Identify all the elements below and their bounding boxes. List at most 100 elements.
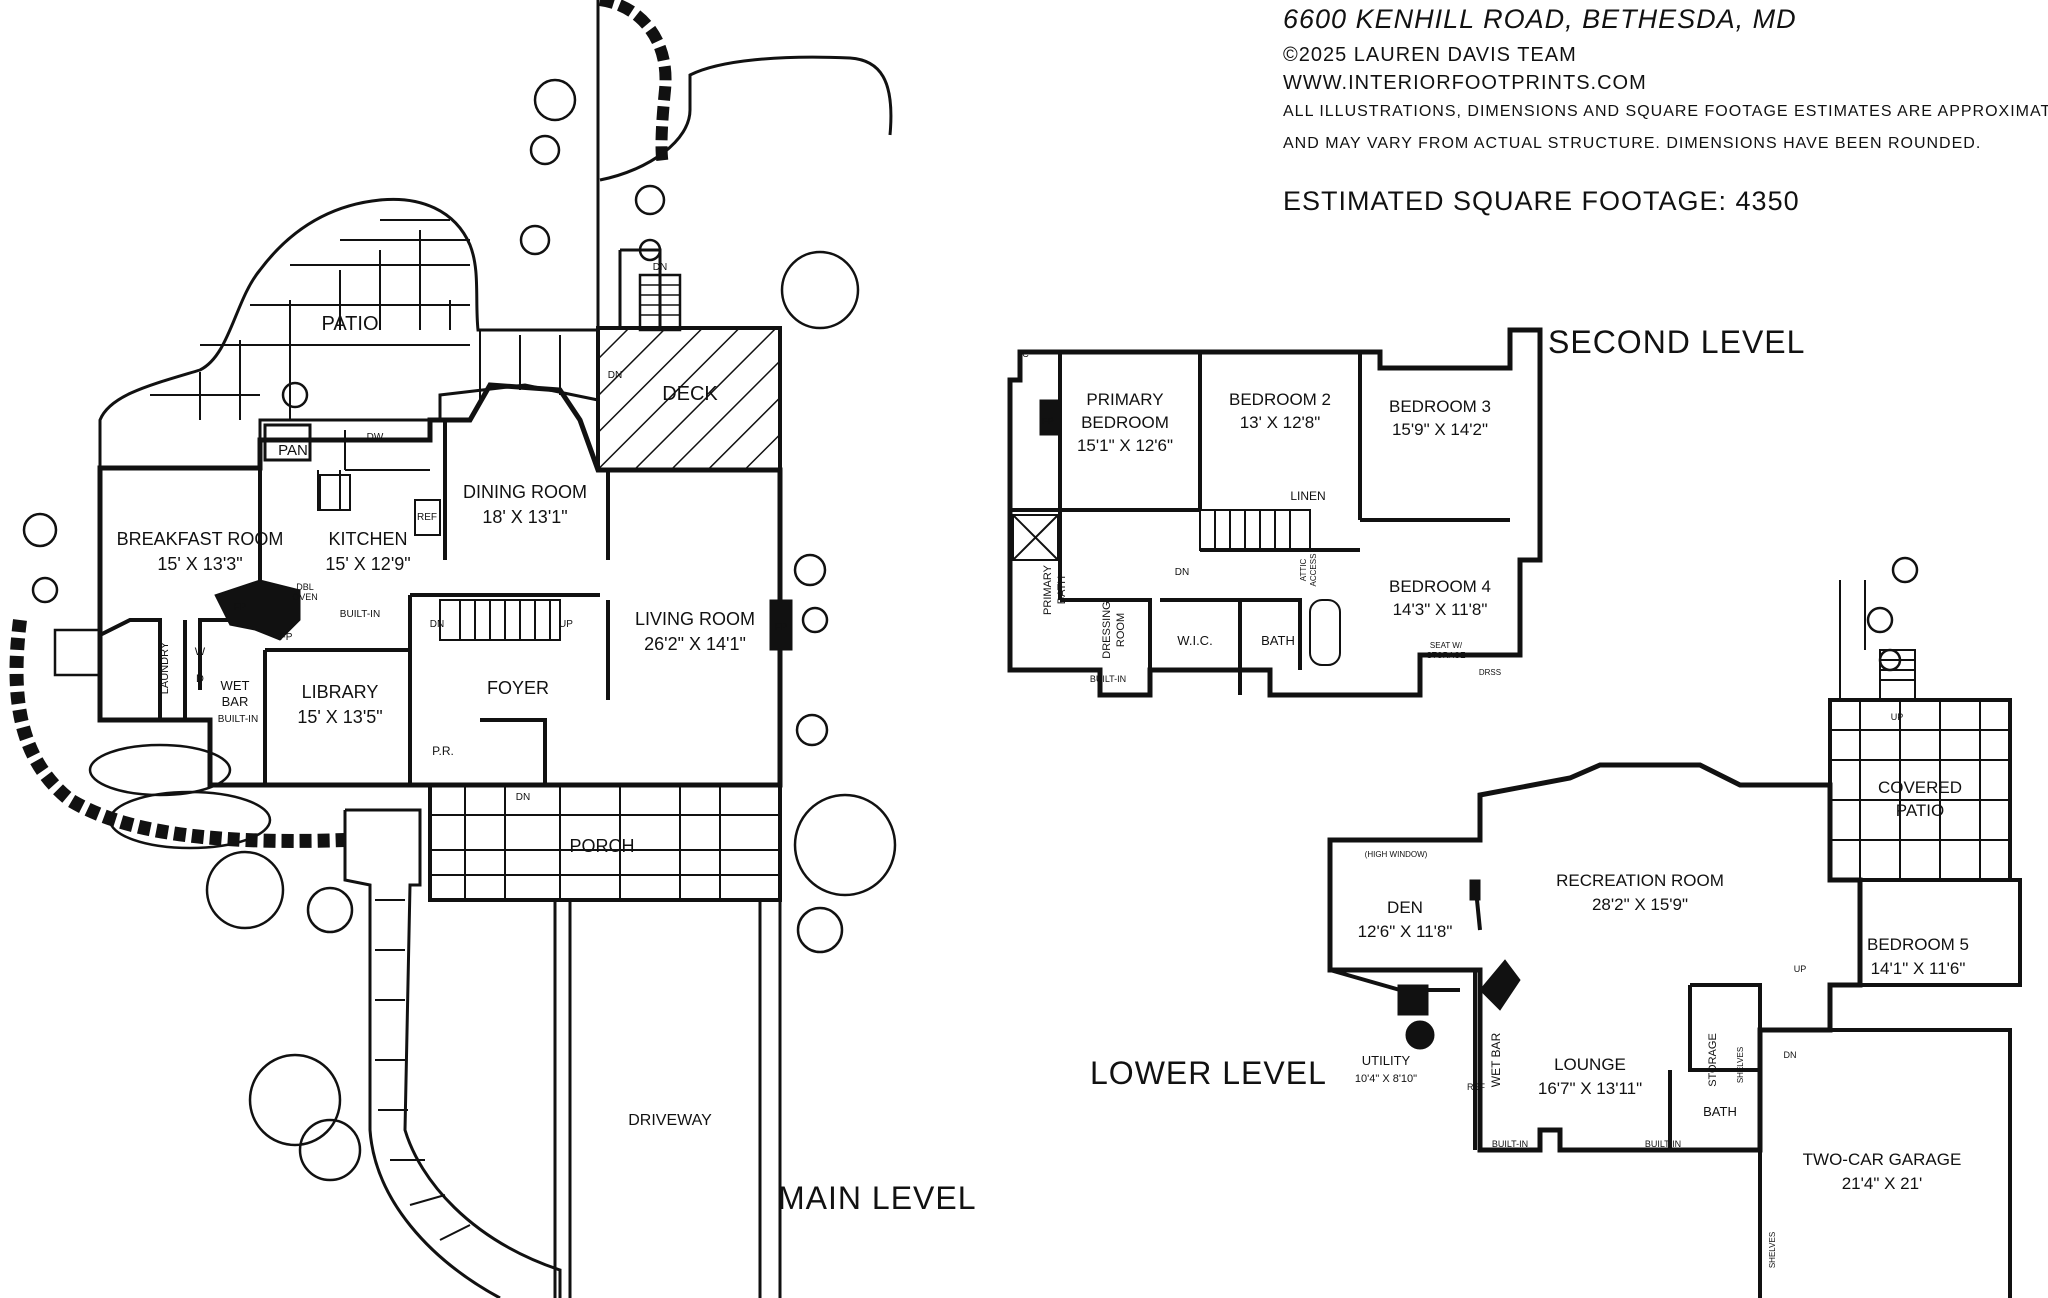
label-driveway: DRIVEWAY xyxy=(628,1112,712,1129)
label-washer: W xyxy=(195,646,206,658)
label-dn-stairs: DN xyxy=(430,619,444,630)
lower-level-plan xyxy=(1327,580,2022,1298)
label-patio: PATIO xyxy=(321,313,378,335)
label-built-in-lower-1: BUILT-IN xyxy=(1492,1139,1528,1149)
label-den-dims: 12'6" X 11'8" xyxy=(1358,922,1453,941)
label-built-in-lower-2: BUILT-IN xyxy=(1645,1139,1681,1149)
label-bedroom-2-dims: 13' X 12'8" xyxy=(1240,413,1321,432)
label-pan: PAN xyxy=(278,442,308,459)
label-fp-living: FP xyxy=(775,622,788,633)
label-dressing-room-2: ROOM xyxy=(1115,613,1127,647)
label-recreation-room: RECREATION ROOM xyxy=(1556,871,1724,890)
left-walk xyxy=(343,808,562,1298)
label-linen: LINEN xyxy=(1290,489,1325,503)
label-fp-second: FP xyxy=(1042,416,1054,426)
label-built-in-second: BUILT-IN xyxy=(1090,674,1126,684)
label-seat-1: SEAT W/ xyxy=(1430,641,1463,650)
label-dbl-oven-1: DBL xyxy=(296,582,314,592)
label-wet-bar-1: WET xyxy=(221,678,250,693)
label-deck: DECK xyxy=(662,383,718,405)
label-fp-1: FP xyxy=(234,602,247,613)
label-drss: DRSS xyxy=(1479,668,1501,677)
label-dryer: D xyxy=(196,673,204,685)
label-attic-1: ATTIC xyxy=(1299,559,1308,582)
label-dining-room: DINING ROOM xyxy=(463,482,587,502)
label-covered-patio-2: PATIO xyxy=(1896,801,1945,820)
label-fp-2: FP xyxy=(280,632,293,643)
label-dn-porch: DN xyxy=(516,792,530,803)
label-bedroom-4: BEDROOM 4 xyxy=(1389,577,1491,596)
label-wet-bar-2: BAR xyxy=(222,694,249,709)
label-garage: TWO-CAR GARAGE xyxy=(1803,1150,1962,1169)
label-primary-bedroom-2: BEDROOM xyxy=(1081,413,1169,432)
label-laundry: LAUNDRY xyxy=(159,641,171,694)
label-wic: W.I.C. xyxy=(1177,633,1212,648)
label-den: DEN xyxy=(1387,898,1423,917)
fireplace-library xyxy=(214,579,301,641)
driveway-edges xyxy=(553,900,782,1298)
landscaping xyxy=(22,78,1919,1182)
label-bedroom-5: BEDROOM 5 xyxy=(1867,935,1969,954)
label-bedroom-2: BEDROOM 2 xyxy=(1229,390,1331,409)
label-dn-deck: DN xyxy=(608,370,622,381)
fireplace-lower xyxy=(1479,959,1521,1011)
label-primary-bedroom-1: PRIMARY xyxy=(1086,390,1163,409)
label-library: LIBRARY xyxy=(302,682,379,702)
label-primary-bedroom-dims: 15'1" X 12'6" xyxy=(1077,436,1173,455)
label-lounge-dims: 16'7" X 13'11" xyxy=(1538,1079,1642,1098)
covered-patio xyxy=(1828,698,2012,882)
label-built-in-1: BUILT-IN xyxy=(340,609,380,620)
deck xyxy=(596,326,782,472)
label-powder-room: P.R. xyxy=(432,744,454,758)
main-level-plan xyxy=(9,0,893,1298)
label-bedroom-3: BEDROOM 3 xyxy=(1389,397,1491,416)
label-library-dims: 15' X 13'5" xyxy=(297,707,382,727)
patio-pavers xyxy=(150,219,561,420)
label-foyer: FOYER xyxy=(487,678,549,698)
main-level-labels: PATIO DECK PAN D W REF DN DN BREAKFAST RO… xyxy=(117,262,788,1129)
label-utility: UTILITY xyxy=(1362,1053,1411,1068)
label-attic-2: ACCESS xyxy=(1309,554,1318,587)
garden-walk xyxy=(596,0,662,330)
label-storage: STORAGE xyxy=(1707,1033,1719,1087)
label-wet-bar-lower: WET BAR xyxy=(1489,1032,1503,1087)
label-bath-second: BATH xyxy=(1261,633,1295,648)
label-built-in-2: BUILT-IN xyxy=(218,714,258,725)
label-bath-lower: BATH xyxy=(1703,1104,1737,1119)
main-interior-walls xyxy=(99,420,610,785)
second-level-labels: LC FP PRIMARY BEDROOM 15'1" X 12'6" BEDR… xyxy=(1017,349,1501,684)
label-kitchen: KITCHEN xyxy=(328,529,407,549)
label-shelves-1: SHELVES xyxy=(1736,1047,1745,1083)
label-high-window: (HIGH WINDOW) xyxy=(1365,850,1428,859)
porch xyxy=(428,783,782,902)
main-house-walls xyxy=(97,382,783,788)
label-shelves-2: SHELVES xyxy=(1768,1232,1777,1268)
label-bedroom-3-dims: 15'9" X 14'2" xyxy=(1392,420,1488,439)
label-dn-top: DN xyxy=(653,262,667,273)
label-ref-lower: REF xyxy=(1467,1082,1486,1092)
patio-outline xyxy=(98,197,600,470)
label-bedroom-5-dims: 14'1" X 11'6" xyxy=(1871,959,1966,978)
label-utility-dims: 10'4" X 8'10" xyxy=(1355,1073,1417,1085)
label-kitchen-dims: 15' X 12'9" xyxy=(325,554,410,574)
label-covered-patio-1: COVERED xyxy=(1878,778,1962,797)
label-breakfast-room: BREAKFAST ROOM xyxy=(117,529,284,549)
label-ref: REF xyxy=(417,512,437,523)
label-primary-bath-2: BATH xyxy=(1056,576,1068,605)
label-seat-2: STORAGE xyxy=(1427,651,1466,660)
label-living-room: LIVING ROOM xyxy=(635,609,755,629)
lower-level-labels: (HIGH WINDOW) DEN 12'6" X 11'8" RECREATI… xyxy=(1355,712,1969,1268)
second-level-walls xyxy=(1007,327,1543,698)
label-up-lower: UP xyxy=(1794,964,1807,974)
label-primary-bath-1: PRIMARY xyxy=(1042,564,1054,615)
label-dining-room-dims: 18' X 13'1" xyxy=(482,507,567,527)
label-up: UP xyxy=(559,619,573,630)
label-breakfast-room-dims: 15' X 13'3" xyxy=(157,554,242,574)
label-recreation-room-dims: 28'2" X 15'9" xyxy=(1592,895,1688,914)
label-lc: LC xyxy=(1017,349,1029,359)
label-up-patio: UP xyxy=(1891,712,1904,722)
label-dn-lower: DN xyxy=(1784,1050,1797,1060)
main-stairs xyxy=(439,599,561,641)
label-living-room-dims: 26'2" X 14'1" xyxy=(644,634,746,654)
